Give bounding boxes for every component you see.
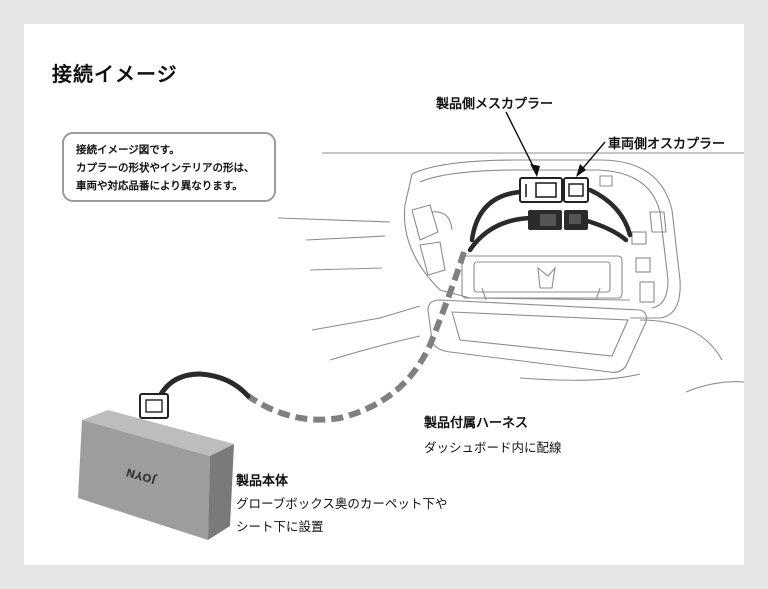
product-body-description-2: シート下に設置 xyxy=(236,519,324,534)
harness-description: ダッシュボード内に配線 xyxy=(424,440,562,455)
vehicle-connectors xyxy=(528,210,588,230)
product-body-title: 製品本体 xyxy=(236,474,289,489)
female-coupler-arrow xyxy=(530,164,540,177)
product-connector xyxy=(139,393,169,419)
harness-dashed-route xyxy=(246,251,467,423)
product-body-description-1: グローブボックス奥のカーペット下や xyxy=(236,496,448,511)
note-line-1: 接続イメージ図です。 xyxy=(76,144,180,156)
female-coupler xyxy=(519,177,563,203)
harness-cable xyxy=(157,371,251,399)
harness-title: 製品付属ハーネス xyxy=(424,416,529,431)
note-line-3: 車両や対応品番により異なります。 xyxy=(76,180,243,192)
vehicle-cables xyxy=(467,187,633,253)
male-coupler xyxy=(563,177,589,203)
female-coupler-label: 製品側メスカプラー xyxy=(436,97,554,112)
page-title: 接続イメージ xyxy=(52,62,178,86)
male-coupler-arrow xyxy=(576,164,586,177)
male-coupler-label: 車両側オスカプラー xyxy=(608,137,726,152)
leader-lines xyxy=(505,111,606,175)
dashboard-outline xyxy=(277,152,745,393)
product-box: JOYN xyxy=(78,410,234,540)
note-box: 接続イメージ図です。 カプラーの形状やインテリアの形は、 車両や対応品番により異… xyxy=(62,132,276,202)
note-line-2: カプラーの形状やインテリアの形は、 xyxy=(76,162,255,174)
